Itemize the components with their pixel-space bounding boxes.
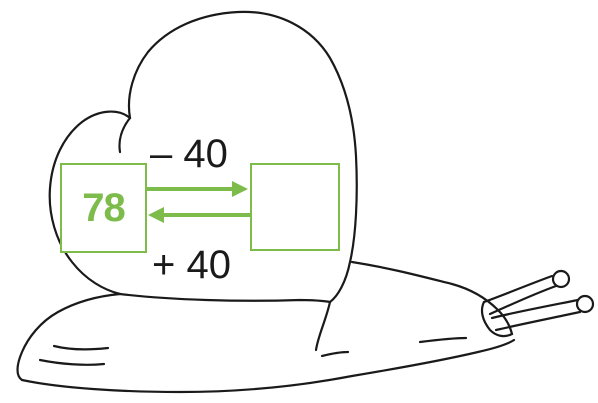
snail-antenna-tip-lower <box>575 294 595 314</box>
snail-body-top <box>350 260 514 336</box>
snail-antenna-lower-under <box>494 310 582 332</box>
backward-operation-label: + 40 <box>152 243 231 287</box>
snail-shell-lobe <box>48 110 132 296</box>
snail-foot-left <box>16 292 122 382</box>
snail-shell-spiral <box>118 116 132 154</box>
snail-foot-texture-4 <box>418 336 468 344</box>
snail-antenna-tip-upper <box>551 269 571 289</box>
snail-body-bottom <box>20 338 516 394</box>
arrow-left-icon <box>148 207 250 223</box>
forward-operation-label: – 40 <box>150 132 228 176</box>
start-number: 78 <box>82 186 125 230</box>
arrow-right-icon <box>147 181 248 197</box>
answer-box[interactable] <box>250 163 340 251</box>
snail-shell-base <box>118 292 332 352</box>
start-number-box: 78 <box>60 163 147 253</box>
snail-shell-outline <box>127 10 358 304</box>
snail-foot-texture-2 <box>52 344 110 351</box>
snail-antenna-upper <box>482 274 554 304</box>
snail-foot-texture-3 <box>320 350 350 358</box>
snail-foot-texture-1 <box>38 358 106 366</box>
snail-antenna-lower <box>490 298 580 320</box>
snail-antenna-upper-under <box>488 284 558 316</box>
snail-head-front <box>480 300 514 338</box>
